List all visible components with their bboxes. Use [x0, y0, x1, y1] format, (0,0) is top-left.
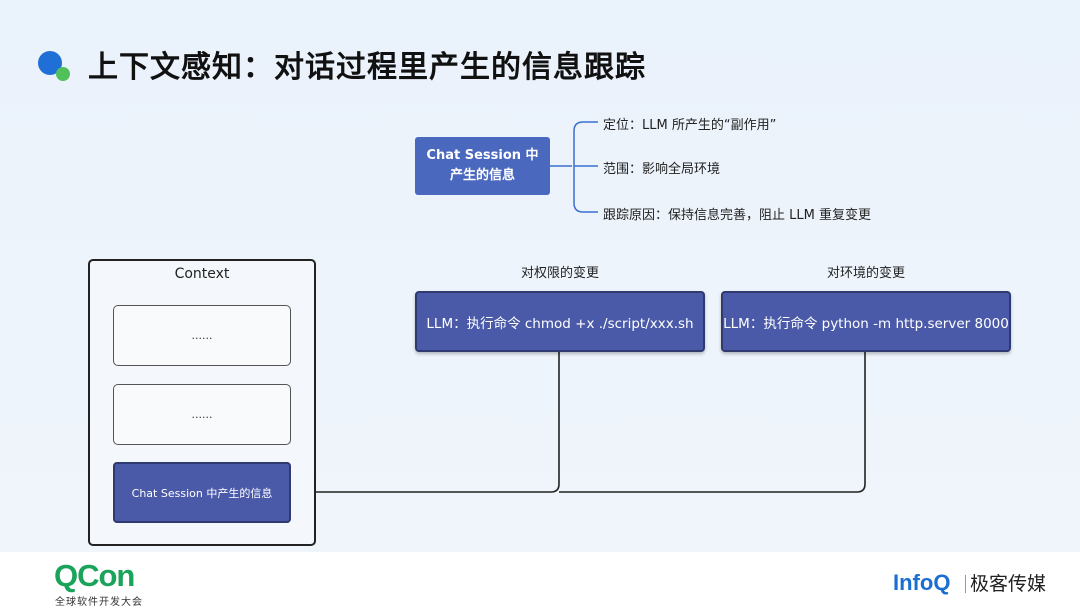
python-command-box: LLM：执行命令 python -m http.server 8000 [721, 291, 1011, 352]
footer [0, 552, 1080, 612]
chat-box-line1: Chat Session 中 [426, 148, 539, 163]
context-item: ...... [113, 384, 291, 445]
python-command-text: LLM：执行命令 python -m http.server 8000 [723, 315, 1009, 332]
context-chat-session-item: Chat Session 中产生的信息 [113, 462, 291, 523]
permission-change-title: 对权限的变更 [520, 266, 599, 281]
chat-session-info-box: Chat Session 中 产生的信息 [415, 137, 550, 195]
environment-change-title: 对环境的变更 [826, 266, 905, 281]
chmod-command-box: LLM：执行命令 chmod +x ./script/xxx.sh [415, 291, 705, 352]
bullet-reason: 跟踪原因：保持信息完善，阻止 LLM 重复变更 [603, 208, 871, 223]
chmod-command-text: LLM：执行命令 chmod +x ./script/xxx.sh [426, 315, 694, 332]
qcon-logo: QCon [54, 558, 135, 593]
slide-title: 上下文感知：对话过程里产生的信息跟踪 [88, 50, 646, 85]
title-bullet-accent-icon [56, 67, 70, 81]
context-item: ...... [113, 305, 291, 366]
bullet-positioning: 定位：LLM 所产生的“副作用” [603, 118, 777, 133]
brand-divider [965, 575, 966, 593]
qcon-subtitle: 全球软件开发大会 [55, 597, 143, 608]
context-label: Context [174, 266, 230, 282]
chat-box-line2: 产生的信息 [449, 168, 515, 183]
infoq-logo: InfoQ [893, 570, 951, 595]
slide: 上下文感知：对话过程里产生的信息跟踪 Chat Session 中 产生的信息 … [38, 50, 1011, 546]
bullet-scope: 范围：影响全局环境 [603, 162, 721, 177]
brand-name: 极客传媒 [970, 573, 1047, 595]
